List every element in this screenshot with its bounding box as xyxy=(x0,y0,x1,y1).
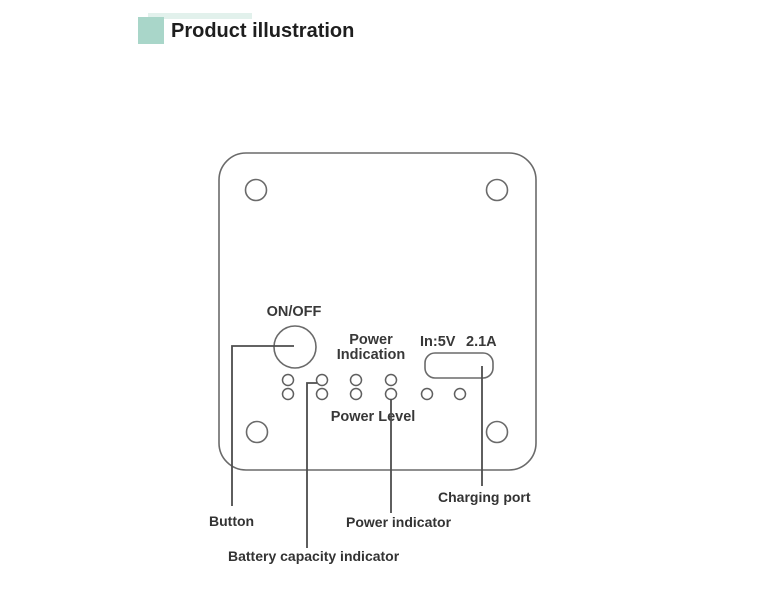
accent-bar xyxy=(148,13,252,19)
input-current-label: 2.1A xyxy=(466,334,497,350)
led-dot xyxy=(281,387,295,401)
led-dot xyxy=(349,373,363,387)
page-title: Product illustration xyxy=(171,20,355,42)
screw-hole-bottom-left xyxy=(245,420,269,444)
power-indication-label-line1: Power xyxy=(349,332,393,348)
led-dot xyxy=(420,387,434,401)
power-level-label: Power Level xyxy=(331,409,416,425)
led-dot xyxy=(315,373,329,387)
charging-port-callout-label: Charging port xyxy=(438,489,531,505)
power-indication-label-line2: Indication xyxy=(337,347,405,363)
accent-square xyxy=(138,17,164,44)
battery-capacity-callout-label: Battery capacity indicator xyxy=(228,548,400,564)
led-dot xyxy=(384,387,398,401)
led-dot xyxy=(315,387,329,401)
led-dot xyxy=(281,373,295,387)
power-indicator-dots xyxy=(420,387,467,401)
battery-capacity-indicator-dots xyxy=(281,373,398,401)
led-dot xyxy=(453,387,467,401)
charging-port-shape xyxy=(424,352,494,379)
button-callout-label: Button xyxy=(209,513,254,529)
screw-hole-top-left xyxy=(244,178,268,202)
input-voltage-label: In:5V xyxy=(420,334,456,350)
button-callout-line xyxy=(231,345,294,506)
power-button xyxy=(273,325,317,369)
screw-hole-top-right xyxy=(485,178,509,202)
on-off-label: ON/OFF xyxy=(267,304,322,320)
led-dot xyxy=(349,387,363,401)
led-dot xyxy=(384,373,398,387)
battery-capacity-callout-line xyxy=(306,382,317,548)
screw-hole-bottom-right xyxy=(485,420,509,444)
power-indicator-callout-label: Power indicator xyxy=(346,514,452,530)
